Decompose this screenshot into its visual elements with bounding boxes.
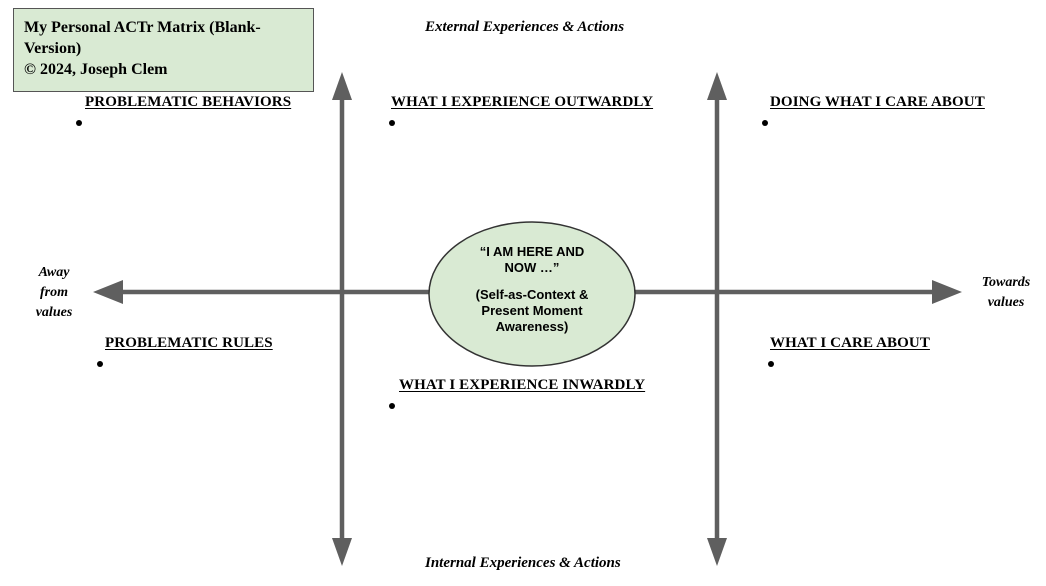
bullet-problematic-behaviors [76,120,82,126]
heading-problematic-rules: PROBLEMATIC RULES [105,335,273,351]
right-vertical-down-arrowhead [707,538,727,566]
center-line-5: Awareness) [495,319,569,334]
title-line-1: My Personal ACTr Matrix (Blank- [24,19,261,36]
away-line: Away [38,265,70,280]
top-axis-label: External Experiences & Actions [425,19,625,35]
left-arrowhead [93,280,123,304]
values-line-right: values [987,295,1025,310]
center-line-4: Present Moment [481,303,583,318]
towards-values-label: Towards values [968,273,1044,313]
right-arrowhead [932,280,962,304]
values-line-left: values [35,305,73,320]
title-box: My Personal ACTr Matrix (Blank- Version)… [13,8,314,92]
left-vertical-up-arrowhead [332,72,352,100]
right-vertical-up-arrowhead [707,72,727,100]
center-self-as-context-text: “I AM HERE AND NOW …” (Self-as-Context &… [432,244,632,335]
away-from-values-label: Away from values [24,263,84,323]
heading-problematic-behaviors: PROBLEMATIC BEHAVIORS [85,94,292,110]
bullet-problematic-rules [97,361,103,367]
from-line: from [40,285,68,300]
center-ellipse [428,221,636,367]
heading-doing-what-i-care-about: DOING WHAT I CARE ABOUT [770,94,985,110]
bullet-what-i-care-about [768,361,774,367]
center-spacer [432,276,632,287]
center-line-1: “I AM HERE AND [479,244,585,259]
heading-what-i-experience-outwardly: WHAT I EXPERIENCE OUTWARDLY [391,94,654,110]
center-line-3: (Self-as-Context & [475,287,589,302]
bullet-experience-outwardly [389,120,395,126]
heading-what-i-care-about: WHAT I CARE ABOUT [770,335,930,351]
bullet-doing-what-i-care-about [762,120,768,126]
bullet-experience-inwardly [389,403,395,409]
heading-what-i-experience-inwardly: WHAT I EXPERIENCE INWARDLY [399,377,646,393]
title-line-2: Version) [24,40,82,57]
left-vertical-down-arrowhead [332,538,352,566]
center-line-2: NOW …” [504,260,560,275]
bottom-axis-label: Internal Experiences & Actions [425,555,621,571]
towards-line: Towards [981,275,1031,290]
copyright-line: © 2024, Joseph Clem [24,61,168,78]
